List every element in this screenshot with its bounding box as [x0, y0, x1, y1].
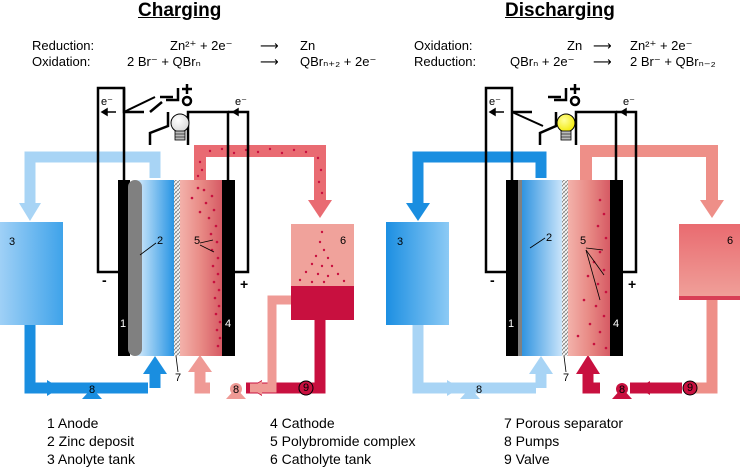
charging-eq1-right: Zn — [300, 38, 316, 53]
discharging-eq1-arrow: ⟶ — [593, 38, 612, 53]
pump-catholyte-discharging — [612, 383, 632, 399]
charging-eq1-label: Reduction: — [32, 38, 95, 53]
legend-item: 7 Porous separator — [504, 415, 624, 431]
charging-eq1-arrow: ⟶ — [260, 38, 279, 53]
valve-discharging — [682, 380, 698, 396]
switch-discharging — [511, 111, 544, 127]
callout-4-charging: 4 — [225, 318, 232, 330]
anolyte-tank-charging — [0, 222, 63, 325]
callout-8a-charging: 8 — [89, 384, 96, 396]
discharging-eq2-left: QBrₙ + 2e⁻ — [510, 54, 575, 69]
catholyte-tank-charging — [291, 224, 354, 320]
electron-label-c1: e⁻ — [101, 96, 113, 108]
callout-2-discharging: 2 — [546, 232, 553, 244]
callout-4-discharging: 4 — [613, 318, 620, 330]
external-circuit-discharging — [484, 86, 638, 274]
lamp-on-icon — [556, 113, 576, 141]
electron-arrows-charging — [100, 107, 246, 117]
legend-col2: 4 Cathode 5 Polybromide complex 6 Cathol… — [270, 414, 416, 468]
legend-item: 6 Catholyte tank — [270, 451, 372, 467]
anolyte-tank-discharging — [386, 222, 449, 325]
callout-8b-discharging: 8 — [619, 384, 626, 396]
legend-item: 2 Zinc deposit — [47, 433, 135, 449]
legend-item: 4 Cathode — [270, 415, 335, 431]
callout-9-discharging: 9 — [687, 382, 694, 394]
discharging-panel — [386, 84, 740, 399]
electron-label-c2: e⁻ — [235, 96, 247, 108]
cell-charging — [118, 180, 235, 373]
charging-title: Charging — [138, 0, 222, 21]
legend-item: 3 Anolyte tank — [47, 451, 135, 467]
pump-anolyte-discharging — [460, 383, 480, 399]
electron-label-d1: e⁻ — [489, 96, 501, 108]
callout-6-discharging: 6 — [727, 235, 734, 247]
callout-5-charging: 5 — [194, 235, 201, 247]
callout-6-charging: 6 — [340, 235, 347, 247]
terminal-minus-charging: - — [102, 272, 107, 288]
anolyte-pipes-charging — [19, 151, 167, 396]
discharging-eq2-label: Reduction: — [414, 54, 477, 69]
battery-symbol-charging — [160, 84, 193, 107]
callout-8a-discharging: 8 — [476, 384, 483, 396]
legend-col1: 1 Anode 2 Zinc deposit 3 Anolyte tank — [47, 414, 135, 468]
charging-eq2-right: QBrₙ₊₂ + 2e⁻ — [300, 54, 377, 69]
discharging-title: Discharging — [505, 0, 615, 21]
callout-7-charging: 7 — [175, 372, 182, 384]
legend-item: 9 Valve — [504, 451, 550, 467]
battery-symbol-discharging — [548, 84, 581, 107]
electron-label-d2: e⁻ — [623, 96, 635, 108]
charging-eq1-left: Zn²⁺ + 2e⁻ — [170, 38, 233, 53]
legend-item: 8 Pumps — [504, 433, 560, 449]
terminal-plus-charging: + — [240, 276, 249, 292]
callout-7-discharging: 7 — [563, 372, 570, 384]
lamp-off-icon — [170, 113, 190, 141]
callout-1-discharging: 1 — [508, 318, 515, 330]
legend-item: 1 Anode — [47, 415, 99, 431]
legend-col3: 7 Porous separator 8 Pumps 9 Valve — [504, 414, 623, 468]
terminal-minus-discharging: - — [490, 272, 495, 288]
discharging-eq1-left: Zn — [567, 38, 583, 53]
polybromide-dots-pipe-charging — [196, 147, 324, 195]
callout-8b-charging: 8 — [233, 384, 240, 396]
callout-9-charging: 9 — [303, 382, 310, 394]
charging-eq2-left: 2 Br⁻ + QBrₙ — [127, 54, 201, 69]
legend-item: 5 Polybromide complex — [270, 433, 416, 449]
anolyte-pipes-discharging — [406, 151, 553, 396]
callout-3-discharging: 3 — [397, 236, 404, 248]
discharging-eq1-label: Oxidation: — [414, 38, 473, 53]
charging-eq2-arrow: ⟶ — [260, 54, 279, 69]
discharging-eq1-right: Zn²⁺ + 2e⁻ — [630, 38, 693, 53]
electron-arrows-discharging — [488, 107, 634, 117]
callout-2-charging: 2 — [157, 235, 164, 247]
pump-catholyte-charging — [226, 383, 246, 399]
discharging-eq2-arrow: ⟶ — [593, 54, 612, 69]
charging-eq2-label: Oxidation: — [32, 54, 91, 69]
terminal-plus-discharging: + — [628, 276, 637, 292]
catholyte-tank-discharging — [679, 224, 740, 300]
valve-icon — [298, 380, 314, 396]
pump-anolyte-charging — [82, 383, 102, 399]
callout-3-charging: 3 — [9, 236, 16, 248]
switch-charging — [123, 96, 156, 113]
callout-1-charging: 1 — [120, 318, 127, 330]
cell-discharging — [506, 180, 623, 373]
callout-5-discharging: 5 — [580, 235, 587, 247]
charging-panel — [0, 84, 354, 399]
discharging-eq2-right: 2 Br⁻ + QBrₙ₋₂ — [630, 54, 716, 69]
